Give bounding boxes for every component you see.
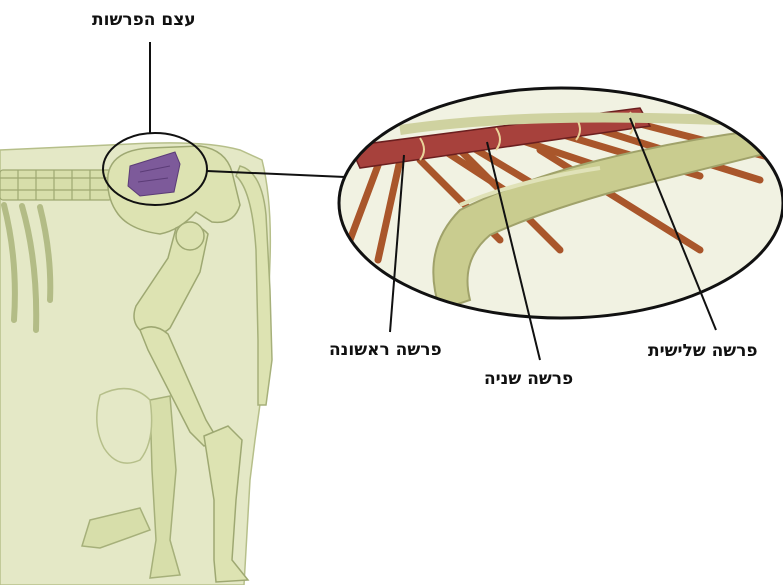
sacrum-label: עצם הפרשות (92, 12, 196, 29)
third-vertebra-label: פרשה שלישית (648, 343, 758, 360)
first-vertebra-label: פרשה ראשונה (329, 342, 442, 359)
lumbar-spine (0, 170, 112, 200)
second-vertebra-label: פרשה שניה (484, 371, 573, 388)
zoom-detail (339, 88, 783, 318)
